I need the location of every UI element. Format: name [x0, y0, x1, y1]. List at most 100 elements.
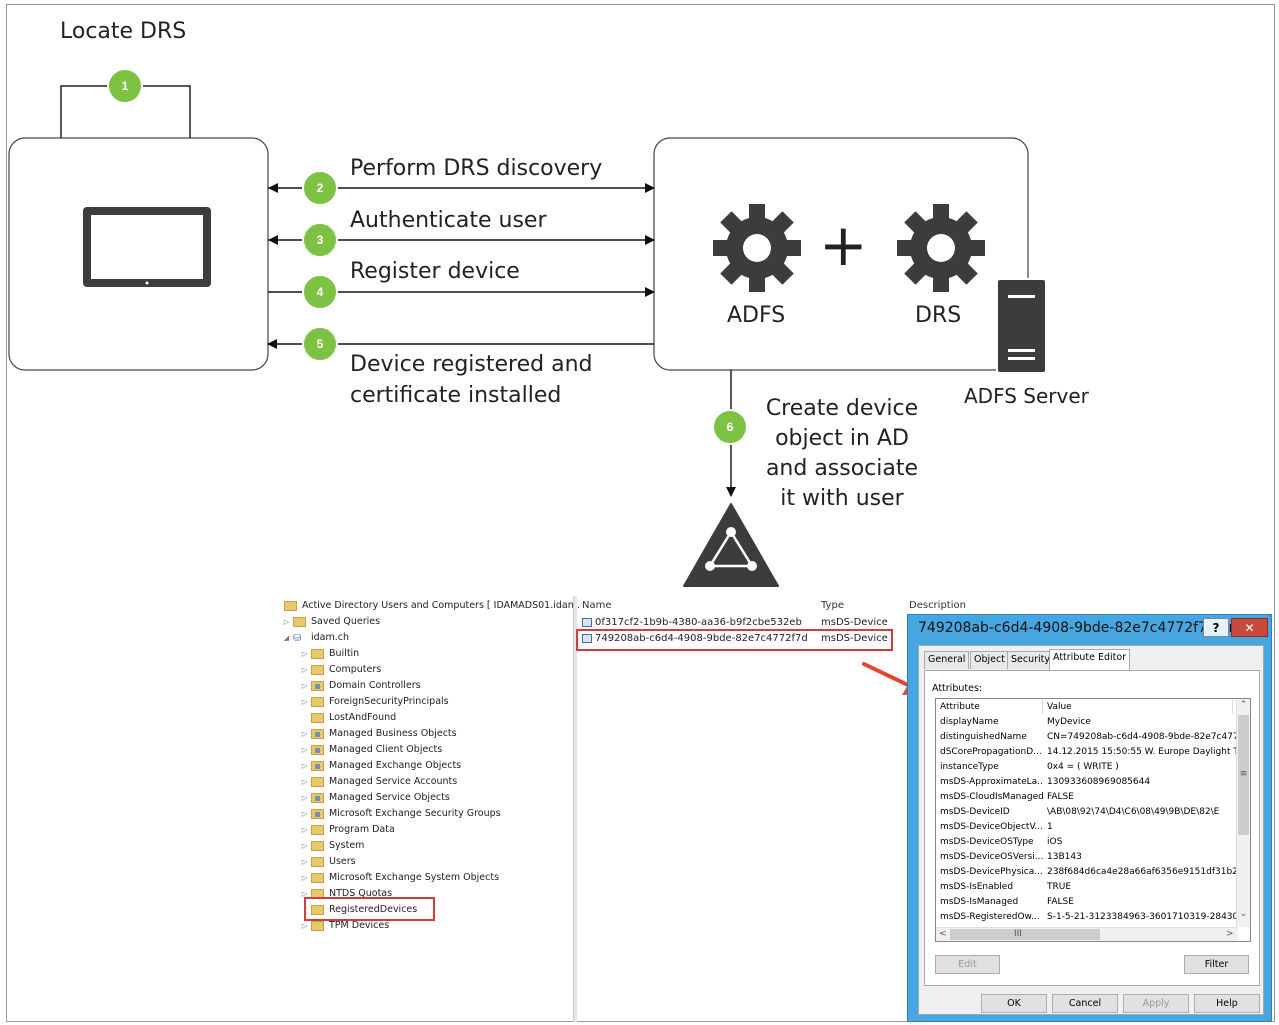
tree-item[interactable]: ▷Managed Service Objects: [300, 790, 450, 806]
registered-label: Device registered and certificate instal…: [350, 352, 593, 408]
attribute-row[interactable]: msDS-DeviceID\AB\08\92\74\D4\C6\08\49\9B…: [936, 805, 1236, 820]
tree-item[interactable]: ▷System: [300, 838, 364, 854]
help-title-button[interactable]: ?: [1203, 618, 1229, 637]
ok-button[interactable]: OK: [981, 994, 1047, 1013]
scroll-down-icon[interactable]: ⌄: [1239, 909, 1248, 919]
column-header-attribute[interactable]: Attribute: [936, 700, 1043, 714]
expander-icon[interactable]: ▷: [301, 874, 308, 882]
attribute-row[interactable]: msDS-ApproximateLa...130933608969085644: [936, 775, 1236, 790]
tree-item-label: RegisteredDevices: [329, 904, 418, 915]
expander-icon[interactable]: ▷: [301, 650, 308, 658]
tree-item[interactable]: ▷ Managed Business Objects: [300, 726, 457, 742]
tree-root[interactable]: Active Directory Users and Computers [ I…: [282, 598, 580, 614]
expander-icon[interactable]: ▷: [301, 746, 308, 754]
column-header-value[interactable]: Value: [1043, 700, 1233, 714]
tree-item-label: Computers: [329, 664, 382, 675]
attribute-row[interactable]: msDS-RegisteredOw...S-1-5-21-3123384963-…: [936, 910, 1237, 925]
list-row-selected[interactable]: 749208ab-c6d4-4908-9bde-82e7c4772f7d msD…: [578, 631, 898, 647]
expander-icon[interactable]: ▷: [301, 922, 308, 930]
tab-security[interactable]: Security: [1007, 651, 1055, 669]
tree-item[interactable]: ▷Microsoft Exchange Security Groups: [300, 806, 501, 822]
list-row[interactable]: 0f317cf2-1b9b-4380-aa36-b9f2cbe532eb msD…: [578, 615, 898, 631]
device-icon: [582, 617, 592, 627]
attribute-row[interactable]: msDS-DevicePhysica...238f684d6ca4e28a66a…: [936, 865, 1237, 880]
scroll-thumb[interactable]: [1238, 715, 1249, 835]
tree-item[interactable]: ◢⛁idam.ch: [282, 630, 349, 646]
register-label: Register device: [350, 259, 520, 284]
tree-item[interactable]: ▷Managed Client Objects: [300, 742, 442, 758]
tree-item[interactable]: ▷ ForeignSecurityPrincipals: [300, 694, 449, 710]
scroll-left-icon[interactable]: <: [939, 929, 947, 939]
selected-device-highlight: [576, 629, 893, 651]
expander-icon[interactable]: ▷: [301, 730, 308, 738]
column-header-name[interactable]: Name: [582, 600, 612, 611]
tab-general[interactable]: General: [924, 651, 970, 669]
tab-object[interactable]: Object: [970, 651, 1009, 669]
close-button[interactable]: ✕: [1231, 618, 1268, 637]
tree-root-label: Active Directory Users and Computers [ I…: [302, 600, 581, 611]
expander-icon[interactable]: ▷: [301, 682, 308, 690]
expander-icon[interactable]: ▷: [301, 810, 308, 818]
pane-splitter[interactable]: [573, 596, 577, 1022]
edit-button[interactable]: Edit: [935, 955, 1000, 974]
expander-icon[interactable]: ▷: [301, 858, 308, 866]
filter-button[interactable]: Filter: [1184, 955, 1249, 974]
attribute-name: msDS-DeviceID: [940, 807, 1010, 817]
hscroll-thumb[interactable]: [950, 929, 1100, 940]
attribute-value: TRUE: [1047, 882, 1072, 892]
tree-item[interactable]: RegisteredDevices: [300, 902, 417, 918]
expander-icon[interactable]: ◢: [283, 634, 290, 642]
expander-icon[interactable]: ▷: [301, 762, 308, 770]
expander-icon[interactable]: ▷: [283, 618, 290, 626]
tree-item[interactable]: ▷Microsoft Exchange System Objects: [300, 870, 499, 886]
figure-frame: [6, 4, 1275, 1022]
attribute-name: msDS-CloudIsManaged: [940, 792, 1043, 802]
tree-item[interactable]: ▷Builtin: [300, 646, 359, 662]
expander-icon[interactable]: ▷: [301, 842, 308, 850]
tree-item[interactable]: ▷Managed Service Accounts: [300, 774, 457, 790]
scroll-up-icon[interactable]: ⌃: [1239, 700, 1248, 710]
horizontal-scrollbar[interactable]: < III >: [936, 927, 1238, 941]
column-header-description[interactable]: Description: [909, 600, 966, 611]
attribute-row[interactable]: msDS-DeviceOSVersi...13B143: [936, 850, 1236, 865]
arrowhead-left: [268, 235, 278, 245]
tree-item[interactable]: ▷Domain Controllers: [300, 678, 421, 694]
apply-button[interactable]: Apply: [1123, 994, 1189, 1013]
tree-item-label: Saved Queries: [311, 616, 381, 627]
vertical-scrollbar[interactable]: ⌃ ≡ ⌄: [1236, 699, 1250, 927]
expander-icon[interactable]: ▷: [301, 698, 308, 706]
tree-item-label: Managed Business Objects: [329, 728, 457, 739]
expander-icon[interactable]: ▷: [301, 778, 308, 786]
tree-item-label: ForeignSecurityPrincipals: [329, 696, 449, 707]
step-number: 4: [317, 285, 324, 299]
expander-icon[interactable]: ▷: [301, 794, 308, 802]
tree-item[interactable]: LostAndFound: [300, 710, 396, 726]
tree-item[interactable]: ▷ Saved Queries: [282, 614, 380, 630]
expander-icon[interactable]: ▷: [301, 666, 308, 674]
attribute-row[interactable]: msDS-DeviceObjectV...1: [936, 820, 1236, 835]
column-header-type[interactable]: Type: [821, 600, 844, 611]
row-type: msDS-Device: [821, 633, 888, 644]
tab-attribute-editor[interactable]: Attribute Editor: [1049, 649, 1131, 670]
attribute-name: msDS-DeviceOSVersi...: [940, 852, 1043, 862]
tree-item[interactable]: ▷Managed Exchange Objects: [300, 758, 461, 774]
attribute-row[interactable]: dSCorePropagationD...14.12.2015 15:50:55…: [936, 745, 1237, 760]
tree-item[interactable]: ▷ Computers: [300, 662, 381, 678]
scroll-right-icon[interactable]: >: [1226, 929, 1234, 939]
cancel-button[interactable]: Cancel: [1052, 994, 1118, 1013]
tree-item[interactable]: ▷TPM Devices: [300, 918, 389, 934]
expander-icon[interactable]: ▷: [301, 890, 308, 898]
tree-item[interactable]: ▷Users: [300, 854, 356, 870]
tree-item[interactable]: ▷Program Data: [300, 822, 395, 838]
help-button[interactable]: Help: [1194, 994, 1260, 1013]
expander-icon[interactable]: ▷: [301, 826, 308, 834]
